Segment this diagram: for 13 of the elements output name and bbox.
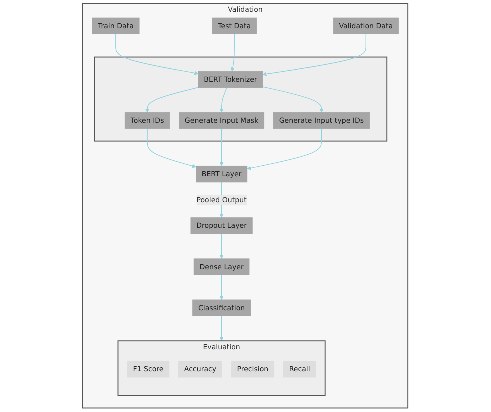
arrow: [262, 86, 324, 113]
arrow: [220, 234, 224, 260]
arrow: [145, 87, 199, 113]
cluster: [94, 56, 388, 142]
arrow: [220, 274, 224, 300]
arrow: [247, 128, 322, 170]
arrow: [230, 34, 235, 72]
arrow: [147, 128, 196, 168]
arrow: [220, 87, 228, 113]
arrow: [220, 316, 224, 342]
arrow: [220, 128, 224, 166]
arrow: [262, 34, 366, 76]
arrow: [116, 34, 199, 76]
